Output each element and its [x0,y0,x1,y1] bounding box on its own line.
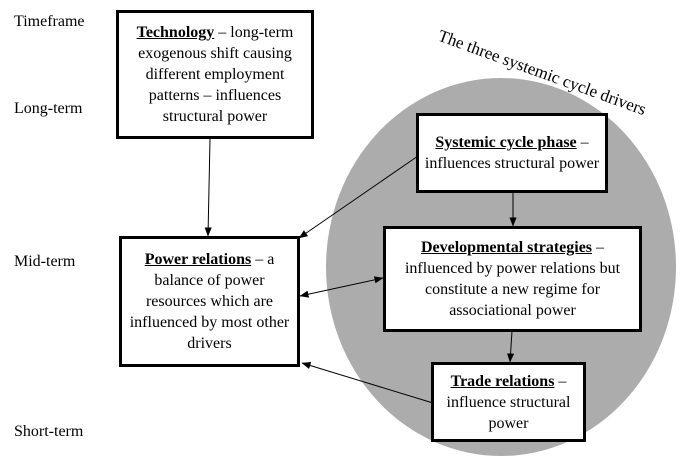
trade-heading: Trade relations [450,372,555,390]
arrow-developmental-to-trade [506,330,515,363]
developmental-strategies-box: Developmental strategies – influenced by… [383,226,642,332]
timeframe-header: Timeframe [14,13,85,30]
technology-body: – long-term exogenous shift causing diff… [138,24,294,125]
developmental-heading: Developmental strategies [420,239,593,256]
arrow-systemic-cycle-to-power-relations [298,155,419,239]
timeframe-mid-term: Mid-term [14,253,76,270]
power-relations-body: – a balance of power resources which are… [129,251,290,352]
systemic-cycle-body: – influences structural power [424,134,600,172]
power-relations-heading: Power relations [144,251,252,268]
arrow-trade-to-power-relations [301,362,434,404]
trade-body: – influence structural power [446,372,571,432]
systemic-cycle-box: Systemic cycle phase – influences struct… [416,113,608,193]
timeframe-long-term: Long-term [14,100,83,117]
systemic-cycle-heading: Systemic cycle phase [435,134,577,151]
developmental-body: – influenced by power relations but cons… [404,239,621,319]
timeframe-short-term: Short-term [14,423,84,440]
trade-relations-box: Trade relations – influence structural p… [431,362,586,442]
arrow-technology-to-power-relations [204,138,212,237]
power-relations-box: Power relations – a balance of power res… [119,236,300,367]
arrow-power-relations-developmental [299,276,384,298]
technology-heading: Technology [136,24,215,41]
technology-box: Technology – long-term exogenous shift c… [116,10,314,139]
